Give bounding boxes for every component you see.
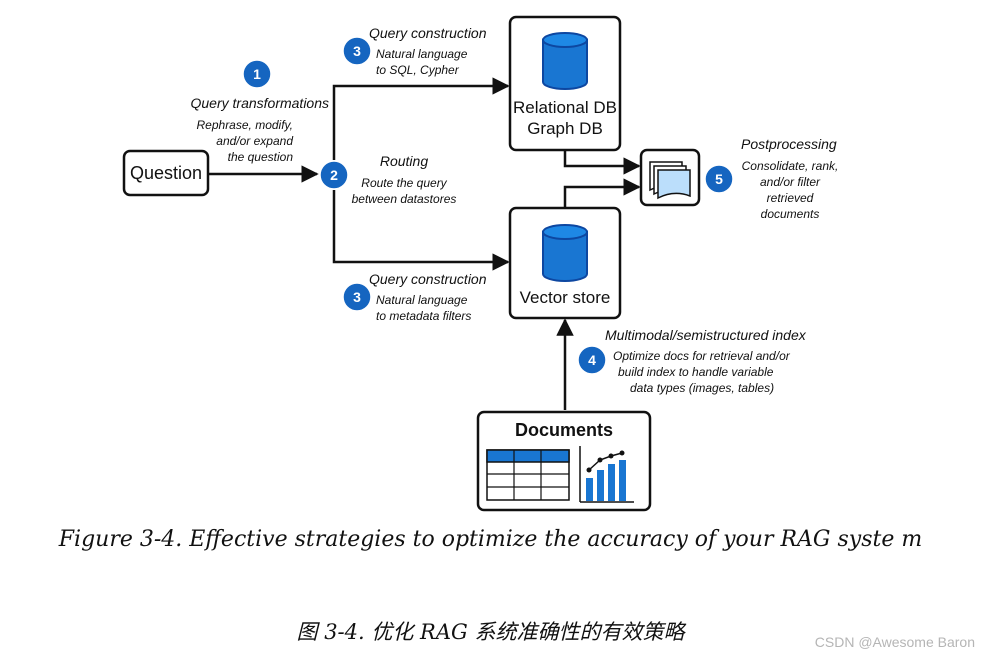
query-transformations-desc-2: and/or expand [216, 134, 293, 148]
router-to-vector-arrow [332, 190, 510, 271]
svg-text:1: 1 [253, 66, 261, 82]
bar-chart-icon [579, 446, 634, 503]
query-construction-meta-desc-2: to metadata filters [376, 309, 471, 323]
question-label: Question [130, 163, 202, 183]
postprocessing-desc-4: documents [761, 207, 820, 221]
document-stack-icon [649, 161, 691, 200]
postprocessing-title: Postprocessing [741, 136, 837, 152]
router-to-relational-arrow [332, 77, 510, 160]
step-4-badge: 4 [577, 345, 607, 375]
index-desc-3: data types (images, tables) [630, 381, 774, 395]
query-construction-sql-desc-2: to SQL, Cypher [376, 63, 460, 77]
postprocessing-node [639, 148, 701, 207]
documents-label: Documents [515, 420, 613, 440]
query-construction-sql-title: Query construction [369, 25, 487, 41]
relational-db-label: Relational DB [513, 98, 617, 117]
svg-text:2: 2 [330, 167, 338, 183]
step-5-badge: 5 [704, 164, 734, 194]
step-3-badge-top: 3 [342, 36, 372, 66]
question-node: Question [122, 149, 210, 197]
svg-text:5: 5 [715, 171, 723, 187]
vector-store-label: Vector store [520, 288, 611, 307]
query-transformations-desc-3: the question [228, 150, 294, 164]
query-transformations-desc-1: Rephrase, modify, [197, 118, 294, 132]
postprocessing-desc-2: and/or filter [760, 175, 821, 189]
relational-db-node: Relational DB Graph DB [508, 15, 622, 152]
relational-to-postprocessing-arrow [563, 150, 641, 175]
table-icon [486, 449, 570, 501]
svg-text:4: 4 [588, 352, 596, 368]
routing-desc-2: between datastores [352, 192, 457, 206]
documents-node: Documents [476, 410, 652, 512]
query-construction-meta-desc-1: Natural language [376, 293, 468, 307]
step-1-badge: 1 [242, 59, 272, 89]
postprocessing-desc-3: retrieved [767, 191, 814, 205]
svg-text:3: 3 [353, 43, 361, 59]
routing-title: Routing [380, 153, 428, 169]
database-icon [542, 224, 588, 282]
database-icon [542, 32, 588, 90]
vector-to-postprocessing-arrow [563, 178, 641, 207]
query-construction-meta-title: Query construction [369, 271, 487, 287]
figure-caption-chinese: 图 3-4. 优化 RAG 系统准确性的有效策略 [296, 620, 685, 644]
graph-db-label: Graph DB [527, 119, 603, 138]
index-title: Multimodal/semistructured index [605, 327, 807, 343]
postprocessing-desc-1: Consolidate, rank, [742, 159, 839, 173]
query-transformations-title: Query transformations [191, 95, 330, 111]
index-desc-2: build index to handle variable [618, 365, 774, 379]
svg-text:3: 3 [353, 289, 361, 305]
index-desc-1: Optimize docs for retrieval and/or [613, 349, 791, 363]
query-construction-sql-desc-1: Natural language [376, 47, 468, 61]
vector-store-node: Vector store [508, 206, 622, 320]
step-2-badge: 2 [319, 160, 349, 190]
watermark: CSDN @Awesome Baron [814, 634, 975, 650]
step-3-badge-bottom: 3 [342, 282, 372, 312]
figure-caption-english: Figure 3-4. Effective strategies to opti… [58, 527, 923, 552]
routing-desc-1: Route the query [361, 176, 447, 190]
